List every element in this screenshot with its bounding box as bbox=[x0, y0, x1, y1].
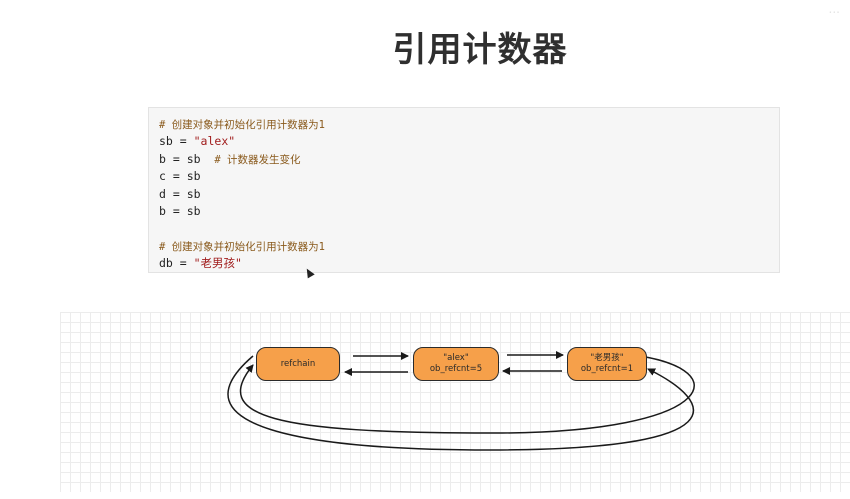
code-text: db = bbox=[159, 256, 194, 271]
edge-laonanhai-to-refchain bbox=[239, 353, 695, 434]
edge-refchain-to-laonanhai bbox=[227, 355, 695, 451]
code-line: db = "老男孩" bbox=[159, 255, 769, 272]
code-string: "老男孩" bbox=[193, 256, 242, 271]
node-refcount: ob_refcnt=5 bbox=[429, 364, 483, 374]
node-refchain: refchain bbox=[256, 347, 340, 381]
refchain-diagram: refchain "alex" ob_refcnt=5 "老男孩" ob_ref… bbox=[60, 312, 850, 492]
page-title: 引用计数器 bbox=[392, 30, 568, 70]
code-line: b = sb bbox=[159, 203, 769, 220]
watermark: ... bbox=[828, 2, 840, 16]
code-text: d = sb bbox=[159, 186, 201, 201]
code-text: c = sb bbox=[159, 169, 201, 184]
code-line: d = sb bbox=[159, 186, 769, 203]
node-refcount: ob_refcnt=1 bbox=[580, 364, 634, 374]
code-line: c = sb bbox=[159, 168, 769, 185]
node-label: "老男孩" bbox=[590, 353, 624, 363]
node-label: "alex" bbox=[443, 353, 469, 363]
code-line: b = sb # 计数器发生变化 bbox=[159, 151, 769, 168]
code-line: # 创建对象并初始化引用计数器为1 bbox=[159, 116, 769, 133]
code-line: # 创建对象并初始化引用计数器为1 bbox=[159, 238, 769, 255]
diagram-edges bbox=[227, 351, 695, 451]
node-label: refchain bbox=[280, 358, 316, 369]
code-string: "alex" bbox=[193, 134, 236, 149]
code-comment: # 创建对象并初始化引用计数器为1 bbox=[159, 119, 325, 131]
code-comment: # 创建对象并初始化引用计数器为1 bbox=[159, 240, 325, 253]
code-text: b = sb bbox=[159, 151, 215, 166]
code-line: sb = "alex" bbox=[159, 133, 769, 150]
node-alex: "alex" ob_refcnt=5 bbox=[413, 347, 499, 381]
node-laonanhai: "老男孩" ob_refcnt=1 bbox=[567, 347, 647, 381]
code-block: # 创建对象并初始化引用计数器为1 sb = "alex" b = sb # 计… bbox=[148, 107, 780, 273]
code-comment: # 计数器发生变化 bbox=[214, 153, 301, 166]
code-text: sb = bbox=[159, 134, 194, 149]
code-line-blank bbox=[159, 220, 769, 237]
code-text: b = sb bbox=[159, 203, 201, 218]
